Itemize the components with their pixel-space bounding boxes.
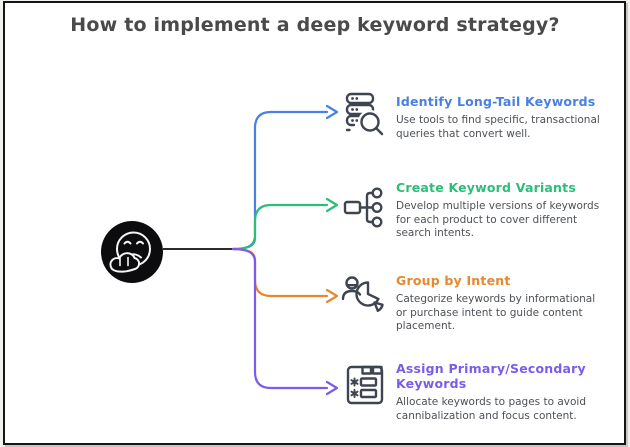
branch-item-long-tail: Identify Long-Tail Keywords Use tools to… bbox=[396, 94, 630, 141]
branch-item-variants: Create Keyword Variants Develop multiple… bbox=[396, 180, 630, 241]
branch-item-intent: Group by Intent Categorize keywords by i… bbox=[396, 273, 630, 334]
branch-heading: Identify Long-Tail Keywords bbox=[396, 94, 596, 109]
branch-connector-long-tail bbox=[231, 110, 329, 251]
branch-heading: Assign Primary/Secondary Keywords bbox=[396, 361, 586, 391]
arrowhead-icon bbox=[325, 104, 339, 120]
arrowhead-icon bbox=[325, 288, 339, 304]
server-search-icon bbox=[345, 92, 385, 137]
center-node bbox=[101, 221, 163, 283]
branch-connector-variants bbox=[231, 203, 329, 251]
hierarchy-icon bbox=[343, 187, 383, 228]
branch-description: Develop multiple versions of keywords fo… bbox=[396, 200, 600, 240]
branch-heading: Group by Intent bbox=[396, 273, 511, 288]
branch-description: Categorize keywords by informational or … bbox=[396, 293, 596, 333]
audience-pie-icon bbox=[341, 276, 384, 312]
arrowhead-icon bbox=[325, 380, 339, 396]
page-title: How to implement a deep keyword strategy… bbox=[70, 14, 560, 36]
branch-item-primary-secondary: Assign Primary/Secondary Keywords Alloca… bbox=[396, 361, 630, 423]
thinking-face-icon bbox=[109, 231, 151, 273]
keyword-list-icon bbox=[346, 365, 384, 405]
center-node-circle bbox=[101, 221, 163, 283]
arrowhead-icon bbox=[325, 197, 339, 213]
branch-description: Allocate keywords to pages to avoid cann… bbox=[396, 396, 587, 422]
branch-heading: Create Keyword Variants bbox=[396, 180, 576, 195]
branch-description: Use tools to find specific, transactiona… bbox=[396, 114, 600, 140]
branch-connector-intent bbox=[231, 247, 329, 298]
image-border-frame bbox=[3, 1, 626, 445]
branch-connector-primary-secondary bbox=[231, 247, 329, 390]
